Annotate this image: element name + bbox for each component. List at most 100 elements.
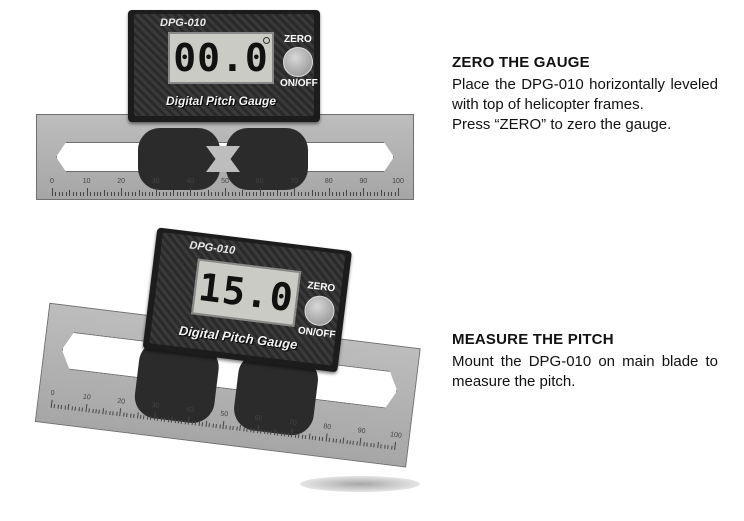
scale-tick [190, 188, 192, 196]
scale-tick [96, 192, 98, 196]
scale-number: 80 [322, 423, 332, 432]
scale-tick [78, 407, 80, 412]
scale-tick [335, 438, 338, 443]
scale-tick [105, 410, 108, 415]
scale-tick [115, 411, 118, 416]
scale-tick [170, 416, 173, 423]
scale-tick [229, 425, 231, 430]
scale-tick [225, 425, 228, 430]
scale-tick [146, 415, 149, 420]
scale-tick [109, 410, 111, 416]
zero-instruction-1: Place the DPG-010 horizontally leveled w… [452, 76, 718, 113]
scale-tick [249, 428, 252, 433]
scale-number: 40 [186, 178, 195, 185]
scale-tick [64, 405, 66, 410]
scale-tick [218, 192, 220, 196]
scale-number: 20 [117, 178, 126, 185]
scale-tick [335, 192, 337, 196]
scale-tick [242, 190, 244, 196]
scale-tick [173, 190, 175, 196]
scale-tick [79, 192, 81, 196]
scale-tick [88, 408, 90, 413]
scale-tick [65, 192, 67, 196]
scale-tick [390, 445, 393, 450]
scale-tick [342, 437, 345, 444]
scale-tick [328, 188, 330, 196]
scale-tick [308, 433, 310, 440]
scale-tick [325, 192, 327, 196]
scale-tick [391, 192, 393, 196]
lcd-indicator-dot [263, 37, 270, 44]
scale-tick [74, 406, 77, 411]
zero-section: ZERO THE GAUGE Place the DPG-010 horizon… [452, 54, 718, 135]
scale-tick [236, 426, 238, 431]
scale-tick [180, 192, 182, 196]
zero-button[interactable] [283, 47, 313, 77]
scale-tick [245, 192, 247, 196]
scale-tick [356, 441, 358, 446]
scale-tick [212, 423, 214, 428]
scale-tick [85, 404, 87, 413]
scale-tick [394, 192, 396, 196]
scale-tick [263, 192, 265, 196]
scale-tick [339, 439, 341, 444]
lcd-reading: 15.0 [196, 265, 297, 321]
scale-tick [214, 192, 216, 196]
scale-tick [72, 192, 74, 196]
scale-tick [139, 414, 142, 419]
scale-tick [221, 192, 223, 196]
scale-tick [263, 429, 266, 435]
scale-tick [191, 421, 193, 426]
scale-tick [252, 192, 254, 196]
scale-tick [114, 192, 116, 196]
scale-tick [110, 192, 112, 196]
scale-tick [95, 409, 97, 414]
scale-number: 0 [50, 178, 54, 185]
lcd-display: 00.0 [168, 32, 274, 84]
scale-tick [174, 418, 176, 424]
scale-tick [311, 190, 313, 196]
measure-heading: MEASURE THE PITCH [452, 331, 614, 348]
scale-tick [207, 190, 209, 196]
scale-tick [366, 192, 368, 196]
scale-tick [153, 412, 156, 421]
scale-tick [231, 192, 233, 196]
scale-tick [352, 440, 355, 445]
scale-tick [98, 409, 101, 414]
scale-tick [157, 416, 159, 421]
scale-tick [315, 436, 317, 441]
scale-tick [291, 429, 294, 438]
scale-number: 30 [151, 402, 160, 410]
scale-tick [228, 192, 230, 196]
scale-tick [280, 192, 282, 196]
scale-tick [269, 192, 271, 196]
scale-tick [204, 192, 206, 196]
scale-tick [294, 188, 296, 196]
scale-tick [332, 192, 334, 196]
scale-tick [376, 441, 379, 448]
scale-tick [197, 192, 199, 196]
scale-tick [370, 442, 372, 448]
scale-tick [138, 190, 140, 196]
scale-tick [359, 192, 361, 196]
scale-tick [184, 420, 187, 425]
scale-tick [124, 192, 126, 196]
scale-tick [176, 192, 178, 196]
scale-tick [131, 192, 133, 196]
scale-tick [198, 421, 200, 426]
scale-tick [387, 445, 389, 450]
scale-tick [167, 418, 169, 423]
scale-tick [150, 415, 152, 421]
scale-number: 90 [359, 178, 368, 185]
scale-tick [304, 192, 306, 196]
scale-tick [318, 436, 321, 441]
scale-number: 60 [255, 178, 264, 185]
scale-tick [246, 427, 248, 432]
scale-tick [232, 426, 235, 431]
scale-tick [266, 192, 268, 196]
scale-tick [349, 440, 351, 445]
scale-tick [52, 188, 53, 196]
scale-tick [377, 192, 379, 196]
scale-number: 50 [221, 178, 229, 185]
power-label: ON/OFF [280, 78, 318, 89]
